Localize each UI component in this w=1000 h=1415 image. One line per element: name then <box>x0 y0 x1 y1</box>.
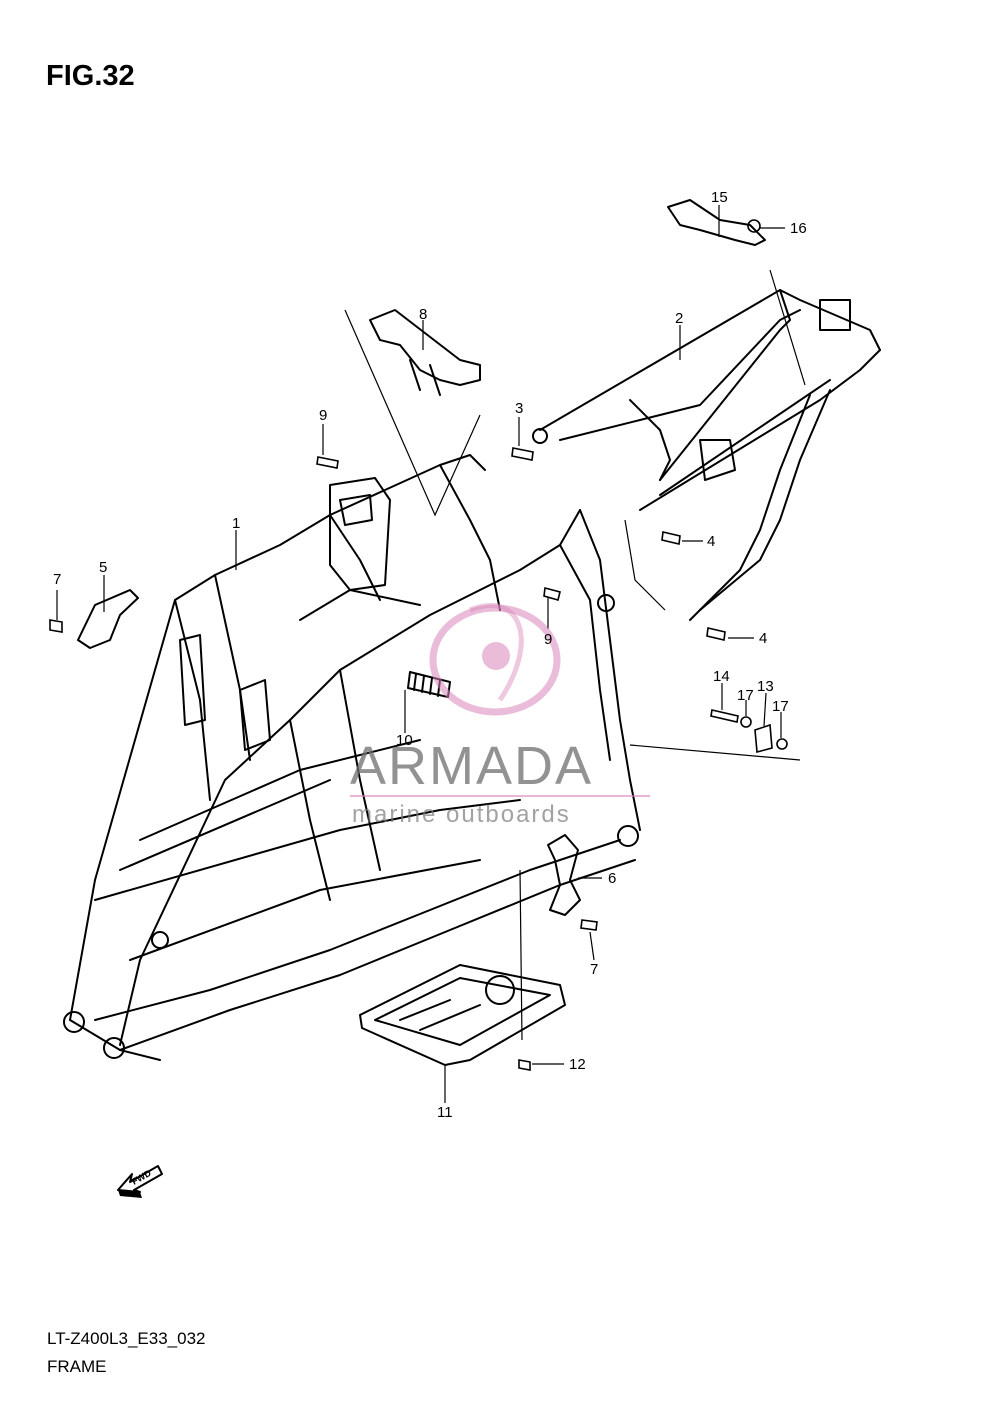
callout-17: 17 <box>737 687 754 704</box>
callout-3: 3 <box>515 400 523 417</box>
callout-11: 11 <box>437 1104 453 1121</box>
hardware <box>49 219 788 1071</box>
callout-7: 7 <box>53 571 61 588</box>
fwd-arrow-icon: FWD <box>117 1165 163 1198</box>
callout-5: 5 <box>99 559 107 576</box>
figure-title: FIG.32 <box>46 60 135 92</box>
watermark-brand: ARMADA <box>350 736 593 796</box>
callout-9: 9 <box>319 407 327 424</box>
diagram-name: FRAME <box>47 1357 107 1376</box>
callout-4: 4 <box>707 533 715 550</box>
watermark: ARMADA marine outboards <box>350 603 650 828</box>
watermark-tagline: marine outboards <box>352 801 571 828</box>
callout-8: 8 <box>419 306 427 323</box>
callout-12: 12 <box>569 1056 586 1073</box>
callout-1: 1 <box>232 515 240 532</box>
frame-drawing <box>63 199 881 1066</box>
callout-13: 15 <box>711 189 728 206</box>
callout-2: 2 <box>675 310 683 327</box>
callout-14: 16 <box>790 220 807 237</box>
callout-6: 6 <box>608 870 616 887</box>
callout-16: 14 <box>713 668 730 685</box>
callout-9: 9 <box>544 631 552 648</box>
callout-labels: 15 16 2 3 4 4 8 9 1 5 7 9 10 6 7 12 11 1… <box>53 189 807 1121</box>
callout-4: 4 <box>759 630 767 647</box>
callout-7: 7 <box>590 961 598 978</box>
watermark-logo-icon <box>429 604 561 716</box>
callout-10: 10 <box>396 732 413 749</box>
callout-17: 17 <box>772 698 789 715</box>
leader-lines <box>56 205 806 1103</box>
diagram-code: LT-Z400L3_E33_032 <box>47 1329 206 1348</box>
callout-15: 13 <box>757 678 774 695</box>
